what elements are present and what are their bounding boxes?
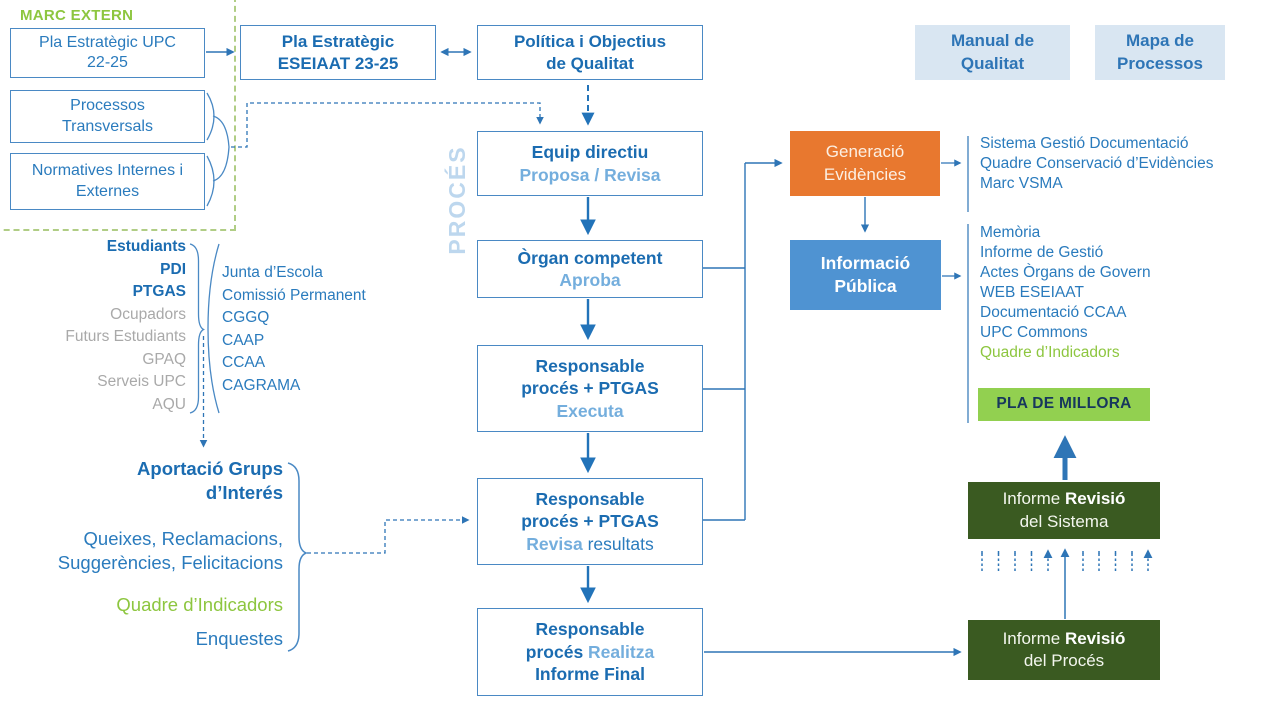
box-line: Informe Revisió xyxy=(1003,488,1126,510)
box-line-pre: Informe xyxy=(1002,628,1065,648)
box-line: Pública xyxy=(834,276,897,296)
box-normatives: Normatives Internes i Externes xyxy=(10,153,205,210)
box-line: Revisa resultats xyxy=(526,533,653,555)
list-item-quadre-indicadors: Quadre d’Indicadors xyxy=(980,344,1120,361)
box-line-bold: Revisió xyxy=(1064,489,1126,509)
list-item: WEB ESEIAAT xyxy=(980,284,1084,301)
box-line: Qualitat xyxy=(960,53,1025,73)
stakeholder-item: GPAQ xyxy=(142,350,186,368)
box-line: Normatives Internes i xyxy=(31,162,184,180)
publica-output-list: Memòria Informe de Gestió Actes Òrgans d… xyxy=(980,223,1151,363)
box-line: Informe Final xyxy=(535,664,645,685)
box-responsable-executa: Responsable procés + PTGAS Executa xyxy=(477,345,703,432)
box-line-pre: Informe xyxy=(1002,489,1065,509)
stakeholder-item: Ocupadors xyxy=(110,305,186,323)
box-processos-transversals: Processos Transversals xyxy=(10,90,205,143)
box-action: Proposa / Revisa xyxy=(519,164,661,185)
proces-vertical-label: PROCÉS xyxy=(444,145,470,255)
box-line: 22-25 xyxy=(87,54,128,71)
box-line: Responsable xyxy=(535,355,645,376)
list-item: Actes Òrgans de Govern xyxy=(980,264,1151,281)
box-line: procés Realitza xyxy=(526,641,654,663)
marc-extern-label: MARC EXTERN xyxy=(20,7,134,24)
box-action: Aproba xyxy=(559,270,621,290)
box-title: Òrgan competent xyxy=(517,247,663,268)
box-line: Externes xyxy=(75,182,140,200)
evidencies-output-list: Sistema Gestió Documentació Quadre Conse… xyxy=(980,134,1213,194)
enquestes-label: Enquestes xyxy=(195,628,283,649)
stakeholder-item: AQU xyxy=(152,395,186,413)
organ-item: CCAA xyxy=(222,354,266,371)
stakeholder-item: PDI xyxy=(160,260,186,278)
box-line: Mapa de xyxy=(1125,31,1195,51)
organ-item: CAGRAMA xyxy=(222,376,301,394)
box-line-bold: Revisió xyxy=(1064,628,1126,648)
box-pla-estrategic-eseiaat: Pla Estratègic ESEIAAT 23-25 xyxy=(240,25,436,80)
box-responsable-revisa: Responsable procés + PTGAS Revisa result… xyxy=(477,478,703,565)
box-line: Informació xyxy=(820,253,911,274)
box-informe-revisio-proces: Informe Revisió del Procés xyxy=(968,620,1160,680)
list-item: Memòria xyxy=(980,224,1041,241)
box-line: Responsable xyxy=(535,488,645,509)
list-item: UPC Commons xyxy=(980,324,1088,341)
box-line: Pla Estratègic xyxy=(281,31,395,51)
box-action: Realitza xyxy=(588,641,655,662)
box-line: ESEIAAT 23-25 xyxy=(277,53,399,73)
box-line: Transversals xyxy=(62,117,153,135)
box-action: Executa xyxy=(556,400,624,421)
box-pla-de-millora: PLA DE MILLORA xyxy=(978,388,1150,421)
box-line: Informe Revisió xyxy=(1003,628,1126,650)
box-line: Manual de xyxy=(950,31,1035,51)
box-line: Processos xyxy=(1117,53,1203,73)
organ-item: Junta d’Escola xyxy=(222,264,323,281)
list-item: Sistema Gestió Documentació xyxy=(980,135,1189,152)
list-item: Marc VSMA xyxy=(980,175,1063,192)
list-item: Quadre Conservació d’Evidències xyxy=(980,155,1214,172)
box-line: del Procés xyxy=(1023,651,1105,670)
stakeholder-item: PTGAS xyxy=(132,283,186,300)
stakeholders-list: Estudiants PDI PTGAS Ocupadors Futurs Es… xyxy=(0,236,186,416)
organ-item: CGGQ xyxy=(222,309,270,326)
box-line-pre: procés xyxy=(525,641,589,662)
organ-item: CAAP xyxy=(222,331,265,349)
box-politica-objectius: Política i Objectius de Qualitat xyxy=(477,25,703,80)
box-action-suffix: resultats xyxy=(582,533,654,554)
box-title: Equip directiu xyxy=(531,142,649,163)
quadre-indicadors-label: Quadre d’Indicadors xyxy=(116,594,283,615)
box-line: procés + PTGAS xyxy=(521,511,659,532)
box-line: Evidències xyxy=(823,164,907,184)
box-informe-final: Responsable procés Realitza Informe Fina… xyxy=(477,608,703,696)
box-line: Política i Objectius xyxy=(513,31,667,51)
queixes-line1: Queixes, Reclamacions, xyxy=(83,528,283,549)
box-equip-directiu: Equip directiu Proposa / Revisa xyxy=(477,131,703,196)
list-item: Informe de Gestió xyxy=(980,244,1104,261)
box-pla-estrategic-upc: Pla Estratègic UPC 22-25 xyxy=(10,28,205,78)
box-line: de Qualitat xyxy=(546,53,634,73)
box-line: procés + PTGAS xyxy=(521,378,659,399)
box-line: Responsable xyxy=(535,619,645,640)
queixes-line2: Suggerències, Felicitacions xyxy=(57,552,283,573)
organ-item: Comissió Permanent xyxy=(222,286,366,304)
box-line: Processos xyxy=(70,97,145,115)
box-line: Pla Estratègic UPC xyxy=(39,33,176,51)
box-generacio-evidencies: Generació Evidències xyxy=(790,131,940,196)
list-item: Documentació CCAA xyxy=(980,304,1127,321)
aportacio-title-line2: d’Interés xyxy=(205,482,283,503)
box-organ-competent: Òrgan competent Aproba xyxy=(477,240,703,298)
box-mapa-processos: Mapa de Processos xyxy=(1095,25,1225,80)
box-informe-revisio-sistema: Informe Revisió del Sistema xyxy=(968,482,1160,539)
stakeholder-item: Estudiants xyxy=(106,238,186,255)
stakeholder-item: Futurs Estudiants xyxy=(65,328,186,345)
governance-organs-list: Junta d’Escola Comissió Permanent CGGQ C… xyxy=(222,262,366,397)
box-line: Generació xyxy=(825,142,905,162)
box-informacio-publica: Informació Pública xyxy=(790,240,941,310)
aportacio-title-line1: Aportació Grups xyxy=(137,458,283,479)
box-line: PLA DE MILLORA xyxy=(996,395,1132,413)
box-line: del Sistema xyxy=(1019,511,1109,531)
box-action: Revisa xyxy=(526,533,583,554)
box-manual-qualitat: Manual de Qualitat xyxy=(915,25,1070,80)
stakeholder-item: Serveis UPC xyxy=(97,373,186,390)
